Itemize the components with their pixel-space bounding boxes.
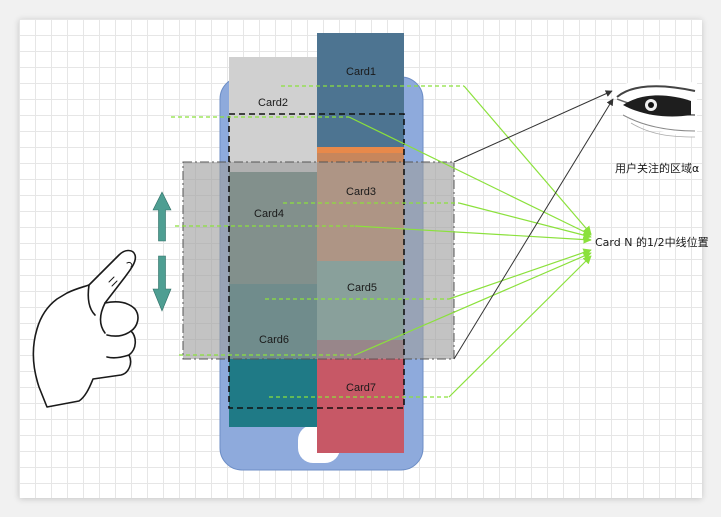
pointing-hand-icon <box>32 249 139 408</box>
arrow-from-card7 <box>448 255 592 398</box>
card7-label: Card7 <box>346 382 376 394</box>
arrow-from-card6 <box>354 252 592 356</box>
up-down-arrows-icon <box>152 191 172 312</box>
center-position-label: Card N 的1/2中线位置 <box>595 235 709 249</box>
focus-arrow-top <box>453 90 613 163</box>
card3-top-strip <box>317 147 404 153</box>
focus-arrows <box>453 90 614 360</box>
card6-lower-block <box>229 359 317 427</box>
arrow-from-card5 <box>448 248 592 300</box>
diagram-canvas: Card1 Card2 Card3 Card4 Card5 Card6 Card… <box>19 19 709 498</box>
arrow-from-card4 <box>354 225 592 244</box>
card6-label: Card6 <box>259 334 289 346</box>
scroll-exposure-diagram: Card1 Card2 Card3 Card4 Card5 Card6 Card… <box>32 33 709 471</box>
card4-label: Card4 <box>254 208 284 220</box>
card2-label: Card2 <box>258 97 288 109</box>
card1-block <box>317 33 404 147</box>
arrow-from-card2 <box>348 116 592 236</box>
card3-label: Card3 <box>346 186 376 198</box>
arrow-from-card3 <box>458 202 592 240</box>
arrow-from-card1 <box>463 85 592 235</box>
eye-icon <box>615 79 697 138</box>
user-focus-viewport <box>182 161 455 360</box>
phone-screen-outline <box>228 113 405 409</box>
focus-arrow-bottom <box>453 98 614 360</box>
midline-arrows <box>348 85 592 398</box>
card1-label: Card1 <box>346 66 376 78</box>
card-midlines <box>171 85 464 398</box>
focus-area-label: 用户关注的区域α <box>615 161 699 175</box>
card5-label: Card5 <box>347 282 377 294</box>
